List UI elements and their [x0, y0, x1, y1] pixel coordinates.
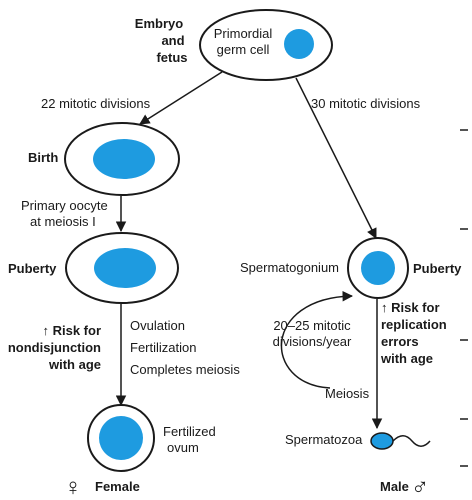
spermatogonium-nucleus	[361, 251, 395, 285]
stage-puberty-female: Puberty	[8, 261, 57, 276]
primordial-label-line1: Primordial	[214, 26, 273, 41]
label-primary-oocyte-line1: Primary oocyte	[21, 198, 108, 213]
label-spermatozoa: Spermatozoa	[285, 432, 363, 447]
spermatozoon	[370, 432, 431, 450]
primordial-germ-cell: Primordial germ cell	[199, 9, 333, 81]
arrow-primordial-to-birth	[139, 71, 223, 125]
label-female: Female	[95, 479, 140, 494]
puberty-cell-nucleus	[94, 248, 156, 288]
risk-replication-line1: ↑ Risk for	[381, 300, 440, 315]
birth-oocyte	[64, 122, 180, 196]
primordial-label-line2: germ cell	[217, 42, 270, 57]
label-completes-meiosis: Completes meiosis	[130, 362, 240, 377]
stage-embryo-line1: Embryo	[135, 16, 183, 31]
stage-birth: Birth	[28, 150, 58, 165]
female-symbol: ♀	[64, 474, 82, 500]
label-primary-oocyte-line2: at meiosis I	[30, 214, 96, 229]
primordial-cell-membrane	[199, 9, 333, 81]
label-ovulation: Ovulation	[130, 318, 185, 333]
label-cycle-line1: 20–25 mitotic	[273, 318, 351, 333]
arrow-primordial-to-spermatogonium	[295, 77, 377, 239]
label-cycle-line2: divisions/year	[273, 334, 352, 349]
spermatogonium-cell	[347, 237, 409, 299]
sperm-tail	[392, 435, 431, 447]
sperm-head	[370, 432, 394, 450]
risk-replication-line2: replication	[381, 317, 447, 332]
label-fertilization: Fertilization	[130, 340, 196, 355]
label-male: Male	[380, 479, 409, 494]
label-meiosis: Meiosis	[325, 386, 370, 401]
stage-puberty-male: Puberty	[413, 261, 462, 276]
birth-cell-nucleus	[93, 139, 155, 179]
risk-nondisjunction-line2: nondisjunction	[8, 340, 101, 355]
risk-replication-line3: errors	[381, 334, 419, 349]
risk-replication-line4: with age	[380, 351, 433, 366]
fertilized-ovum	[87, 404, 155, 472]
arrow-mitotic-cycle	[280, 290, 354, 389]
puberty-oocyte	[65, 232, 179, 304]
label-spermatogonium: Spermatogonium	[240, 260, 339, 275]
label-22-mitotic: 22 mitotic divisions	[41, 96, 151, 111]
risk-nondisjunction-line3: with age	[48, 357, 101, 372]
ovum-nucleus	[99, 416, 143, 460]
risk-nondisjunction-line1: ↑ Risk for	[42, 323, 101, 338]
label-fertilized-line2: ovum	[167, 440, 199, 455]
stage-embryo-line3: fetus	[156, 50, 187, 65]
label-30-mitotic: 30 mitotic divisions	[311, 96, 421, 111]
edge-tick-marks	[460, 129, 468, 467]
label-fertilized-line1: Fertilized	[163, 424, 216, 439]
primordial-cell-nucleus	[284, 29, 314, 59]
stage-embryo-line2: and	[161, 33, 184, 48]
male-symbol: ♂	[411, 474, 429, 500]
